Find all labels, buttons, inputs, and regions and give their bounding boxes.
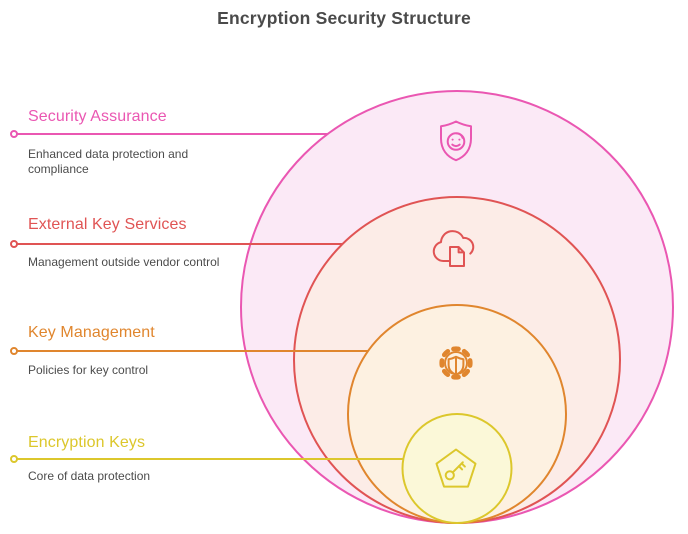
- connector-dot-external-key-services: [10, 240, 18, 248]
- cloud-document-icon: [432, 230, 475, 267]
- level-title-external-key-services: External Key Services: [28, 216, 187, 233]
- level-title-security-assurance: Security Assurance: [28, 108, 167, 125]
- level-desc-key-management: Policies for key control: [28, 363, 149, 377]
- level-title-encryption-keys: Encryption Keys: [28, 434, 146, 451]
- connector-dot-security-assurance: [10, 130, 18, 138]
- level-title-key-management: Key Management: [28, 324, 155, 341]
- shield-smiley-icon: [440, 120, 472, 162]
- level-desc-external-key-services: Management outside vendor control: [28, 255, 220, 269]
- connector-dot-key-management: [10, 347, 18, 355]
- connector-dot-encryption-keys: [10, 455, 18, 463]
- pentagon-key-icon: [435, 448, 477, 488]
- level-desc-security-assurance: Enhanced data protection and compliance: [28, 147, 189, 176]
- diagram-title: Encryption Security Structure: [217, 8, 471, 28]
- level-desc-encryption-keys: Core of data protection: [28, 469, 151, 483]
- gear-shield-icon: [439, 346, 473, 380]
